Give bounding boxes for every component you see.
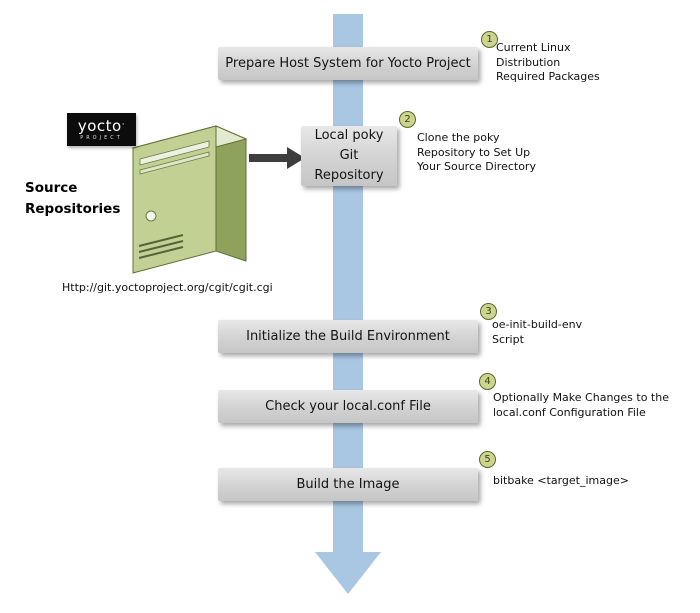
computer-tower-icon (131, 125, 248, 274)
power-button-icon (145, 210, 157, 222)
step-note-4: Optionally Make Changes to the local.con… (493, 391, 669, 419)
step-box-local-poky-git-repository: Local poky Git Repository (301, 126, 397, 186)
step-number-badge-1: 1 (481, 31, 498, 48)
step-number-badge-3: 3 (480, 303, 497, 320)
yocto-logo: yocto· PROJECT (67, 113, 136, 146)
source-repositories-url: Http://git.yoctoproject.org/cgit/cgit.cg… (62, 281, 273, 294)
step-note-3: oe-init-build-env Script (492, 318, 583, 346)
step-note-1: Current Linux Distribution Required Pack… (496, 41, 600, 83)
step-box-initialize-build-environment: Initialize the Build Environment (218, 320, 478, 353)
connector-arrow (249, 147, 305, 169)
step-box-prepare-host: Prepare Host System for Yocto Project (218, 47, 478, 80)
step-number-badge-2: 2 (399, 111, 416, 128)
step-box-build-image: Build the Image (218, 468, 478, 501)
yocto-logo-subtext: PROJECT (80, 135, 123, 141)
drive-bay-icon (139, 140, 210, 166)
flow-arrow (315, 14, 381, 594)
step-box-check-local-conf: Check your local.conf File (218, 390, 478, 423)
drive-bay-icon (139, 151, 210, 175)
yocto-logo-mark: · (121, 120, 126, 130)
step-number-badge-4: 4 (479, 373, 496, 390)
step-note-2: Clone the poky Repository to Set Up Your… (417, 131, 536, 173)
step-number-badge-5: 5 (479, 451, 496, 468)
step-note-5: bitbake <target_image> (493, 474, 629, 487)
yocto-logo-text: yocto· (77, 117, 126, 135)
source-repositories-label: Source Repositories (25, 180, 121, 217)
